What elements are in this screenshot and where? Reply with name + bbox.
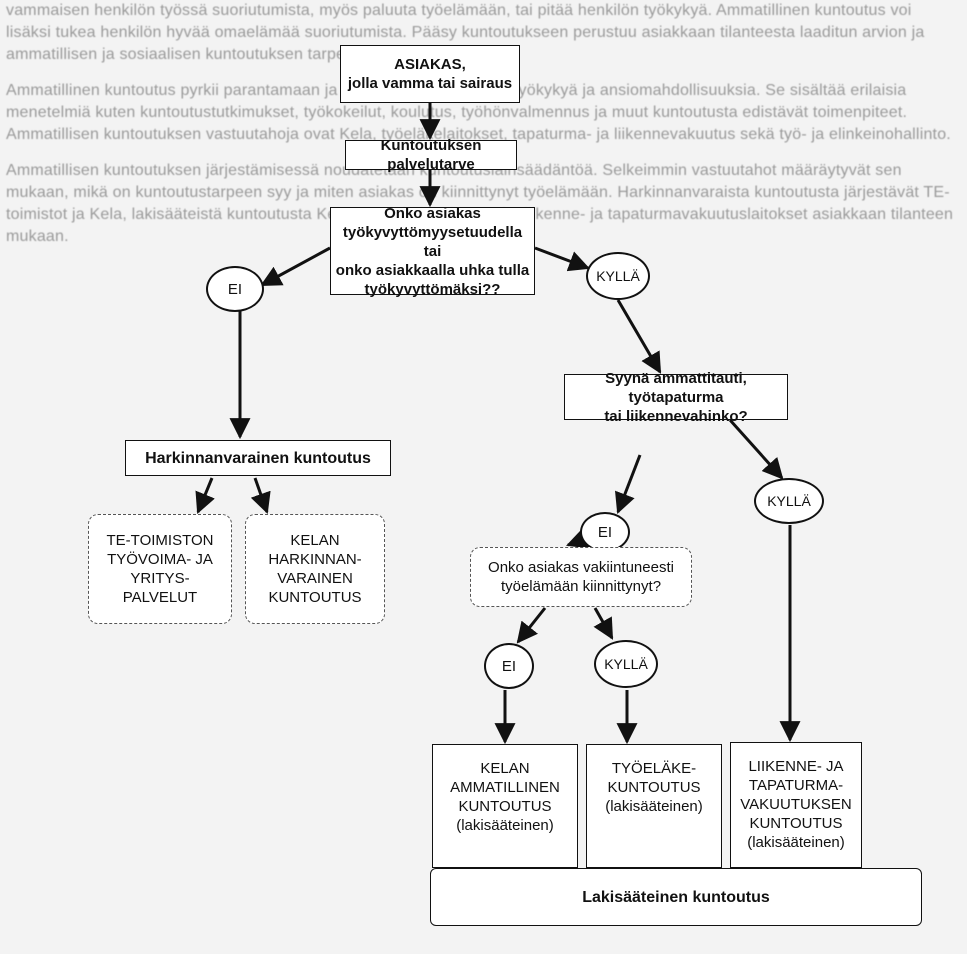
client-box: ASIAKAS, jolla vamma tai sairaus: [340, 45, 520, 103]
no-circle-2: EI: [580, 512, 630, 552]
statutory-base-box: Lakisääteinen kuntoutus: [430, 868, 922, 926]
attached-question-box: Onko asiakas vakiintuneesti työelämään k…: [470, 547, 692, 607]
traffic-accident-box: LIIKENNE- JA TAPATURMA- VAKUUTUKSEN KUNT…: [730, 742, 862, 868]
arrow-disc-kela: [250, 477, 271, 514]
yes-circle-2: KYLLÄ: [754, 478, 824, 524]
arrow-question-yes: [534, 246, 590, 272]
service-need-box: Kuntoutuksen palvelutarve: [345, 137, 517, 173]
arrow-question-no: [260, 246, 331, 287]
arrow-attached-no: [516, 607, 547, 644]
pension-box: TYÖELÄKE- KUNTOUTUS (lakisääteinen): [586, 744, 722, 868]
arrow-yes-cause: [616, 299, 662, 374]
arrow-cause-no: [615, 454, 642, 514]
no-circle-1: EI: [206, 266, 264, 312]
arrow-attached-yes: [593, 607, 614, 640]
kela-vocational-box: KELAN AMMATILLINEN KUNTOUTUS (lakisäätei…: [432, 744, 578, 868]
arrow-disc-te: [195, 477, 215, 514]
te-office-box: TE-TOIMISTON TYÖVOIMA- JA YRITYS- PALVEL…: [88, 514, 232, 624]
bg-paragraph-1: vammaisen henkilön työssä suoriutumista,…: [6, 2, 925, 63]
no-circle-3: EI: [484, 643, 534, 689]
kela-discretionary-box: KELAN HARKINNAN- VARAINEN KUNTOUTUS: [245, 514, 385, 624]
arrow-cause-yes: [728, 418, 784, 480]
discretionary-box: Harkinnanvarainen kuntoutus: [125, 440, 391, 476]
disability-question-box: Onko asiakas työkyvyttömyysetuudella tai…: [330, 205, 535, 298]
yes-circle-1: KYLLÄ: [586, 252, 650, 300]
yes-circle-3: KYLLÄ: [594, 640, 658, 688]
cause-question-box: Syynä ammattitauti, työtapaturma tai lii…: [564, 370, 788, 425]
